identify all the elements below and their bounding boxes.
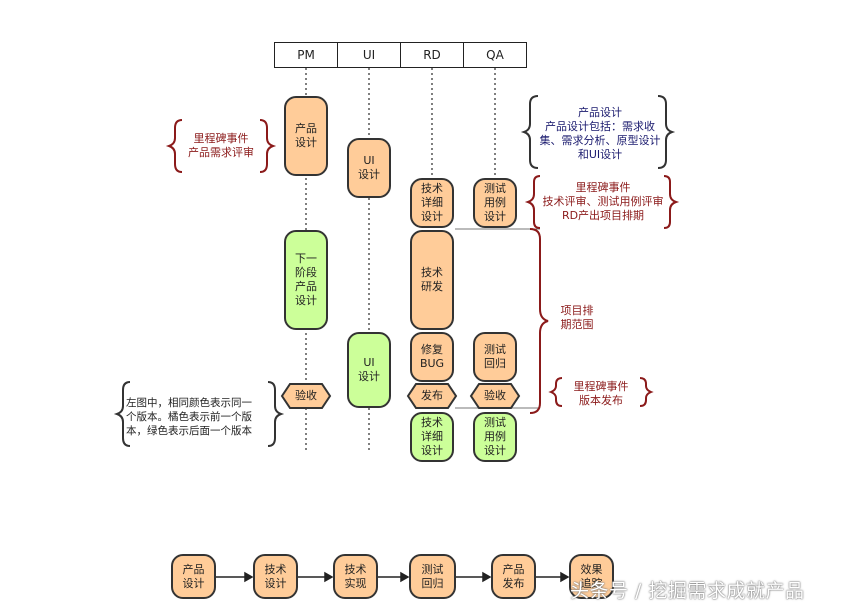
brace-legend-left bbox=[113, 381, 131, 447]
milestone-braces bbox=[165, 119, 680, 414]
node-qa-test-case-design: 测试 用例 设计 bbox=[473, 178, 517, 228]
flow-step-effect-tracking: 效果 追踪 bbox=[569, 554, 614, 599]
hex-pm-acceptance bbox=[280, 383, 332, 409]
note-product-design-desc: 产品设计 产品设计包括：需求收 集、需求分析、原型设计 和UI设计 bbox=[539, 106, 661, 161]
lane-header-rd: RD bbox=[401, 42, 464, 68]
hex-shapes bbox=[280, 383, 521, 409]
brace-design-right bbox=[657, 95, 676, 169]
flow-step-tech-design: 技术 设计 bbox=[253, 554, 298, 599]
brace-project-range bbox=[529, 228, 549, 414]
hex-rd-release bbox=[406, 383, 458, 409]
node-qa-regression: 测试 回归 bbox=[473, 332, 517, 382]
note-milestone-requirement-review: 里程碑事件 产品需求评审 bbox=[188, 132, 254, 159]
flow-step-product-design: 产品 设计 bbox=[171, 554, 216, 599]
brace-tech-review-right bbox=[663, 175, 680, 229]
description-braces bbox=[113, 95, 676, 447]
brace-release-left bbox=[548, 377, 563, 407]
node-rd-fix-bug: 修复 BUG bbox=[410, 332, 454, 382]
node-ui-design: UI 设计 bbox=[347, 138, 391, 198]
brace-right-milestone-left bbox=[259, 119, 277, 173]
brace-design-left bbox=[520, 95, 539, 169]
lane-header-qa: QA bbox=[464, 42, 527, 68]
node-rd-tech-detail-design: 技术 详细 设计 bbox=[410, 178, 454, 228]
hex-qa-acceptance bbox=[469, 383, 521, 409]
flow-arrows bbox=[216, 571, 570, 583]
node-rd-tech-detail-design-2: 技术 详细 设计 bbox=[410, 412, 454, 462]
brace-legend-right bbox=[267, 381, 285, 447]
note-milestone-tech-review: 里程碑事件 技术评审、测试用例评审 RD产出项目排期 bbox=[542, 181, 664, 222]
label-qa-acceptance: 验收 bbox=[484, 389, 506, 402]
brace-release-right bbox=[639, 377, 654, 407]
watermark: 头条号 / 挖掘需求成就产品 bbox=[570, 580, 805, 602]
flow-step-tech-implementation: 技术 实现 bbox=[333, 554, 378, 599]
node-pm-next-phase-design: 下一 阶段 产品 设计 bbox=[284, 230, 328, 330]
brace-tech-review-left bbox=[524, 175, 541, 229]
label-rd-release: 发布 bbox=[421, 389, 443, 402]
node-pm-product-design: 产品 设计 bbox=[284, 96, 328, 176]
node-qa-test-case-design-2: 测试 用例 设计 bbox=[473, 412, 517, 462]
lane-header-pm: PM bbox=[274, 42, 338, 68]
note-project-range: 项目排 期范围 bbox=[560, 304, 594, 331]
node-rd-tech-dev: 技术 研发 bbox=[410, 230, 454, 330]
note-color-legend: 左图中，相同颜色表示同一 个版本。橘色表示前一个版 本，绿色表示后面一个版本 bbox=[126, 397, 252, 437]
brace-left-milestone bbox=[165, 119, 183, 173]
flow-step-test-regression: 测试 回归 bbox=[409, 554, 456, 599]
node-ui-design-2: UI 设计 bbox=[347, 332, 391, 408]
lane-lines bbox=[305, 68, 496, 452]
lane-header-ui: UI bbox=[338, 42, 401, 68]
flow-step-product-release: 产品 发布 bbox=[491, 554, 536, 599]
label-pm-acceptance: 验收 bbox=[295, 389, 317, 402]
note-milestone-release: 里程碑事件 版本发布 bbox=[573, 380, 629, 407]
